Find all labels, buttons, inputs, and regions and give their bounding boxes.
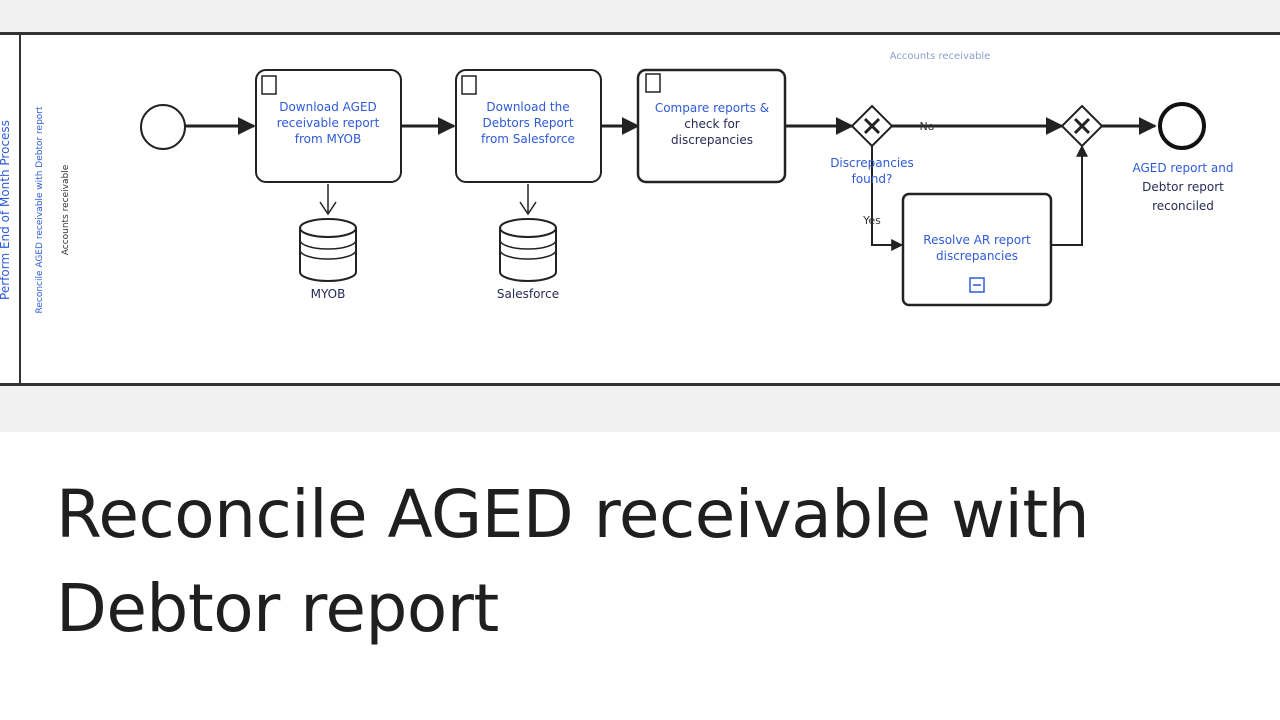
end-event-label-line3: reconciled <box>1152 199 1214 213</box>
task-download-aged-line2: receivable report <box>277 116 380 130</box>
user-task-icon <box>461 75 477 95</box>
task-compare-line3: discrepancies <box>671 133 753 147</box>
end-event[interactable] <box>1158 102 1206 150</box>
flow-label-yes: Yes <box>862 214 881 227</box>
datastore-salesforce[interactable]: Salesforce <box>497 218 559 301</box>
flow-label-no: No <box>920 120 935 133</box>
datastore-myob-label: MYOB <box>311 287 346 301</box>
task-resolve-line2: discrepancies <box>936 249 1018 263</box>
lane-labels: Reconcile AGED receivable with Debtor re… <box>35 106 71 314</box>
user-task-icon <box>645 73 661 93</box>
lane-label-process: Reconcile AGED receivable with Debtor re… <box>35 106 45 314</box>
task-download-debtors-line2: Debtors Report <box>482 116 573 130</box>
datastore-salesforce-label: Salesforce <box>497 287 559 301</box>
task-compare-line2: check for <box>684 117 740 131</box>
end-event-label-line1: AGED report and <box>1133 161 1234 175</box>
pool-header-label: Accounts receivable <box>890 51 991 62</box>
pool-label: Perform End of Month Process <box>0 120 12 300</box>
gateway-discrepancies-found[interactable] <box>850 104 894 148</box>
flow-yes-branch <box>871 146 904 251</box>
datastore-myob[interactable]: MYOB <box>299 218 357 301</box>
user-task-icon <box>261 75 277 95</box>
task-download-aged-line3: from MYOB <box>295 132 361 146</box>
card-title[interactable]: Reconcile AGED receivable with Debtor re… <box>56 476 1090 647</box>
gateway-question-line1: Discrepancies <box>830 156 914 170</box>
task-compare-line1: Compare reports & <box>655 101 769 115</box>
task-download-debtors[interactable]: Download the Debtors Report from Salesfo… <box>455 69 602 183</box>
task-download-debtors-line1: Download the <box>486 100 569 114</box>
task-download-debtors-line3: from Salesforce <box>481 132 575 146</box>
lane-label-role: Accounts receivable <box>61 164 71 255</box>
flow-resolve-to-merge <box>1050 144 1088 246</box>
gateway-merge[interactable] <box>1060 104 1104 148</box>
start-event[interactable] <box>140 104 186 150</box>
task-compare-reports[interactable]: Compare reports & check for discrepancie… <box>636 68 787 184</box>
task-download-aged[interactable]: Download AGED receivable report from MYO… <box>255 69 402 183</box>
end-event-label-line2: Debtor report <box>1142 180 1224 194</box>
task-resolve-discrepancies[interactable]: Resolve AR report discrepancies <box>901 192 1053 307</box>
task-resolve-line1: Resolve AR report <box>923 233 1031 247</box>
task-download-aged-line1: Download AGED <box>279 100 377 114</box>
gateway-question-line2: found? <box>852 172 893 186</box>
bpmn-diagram: Perform End of Month Process Reconcile A… <box>0 32 1280 386</box>
